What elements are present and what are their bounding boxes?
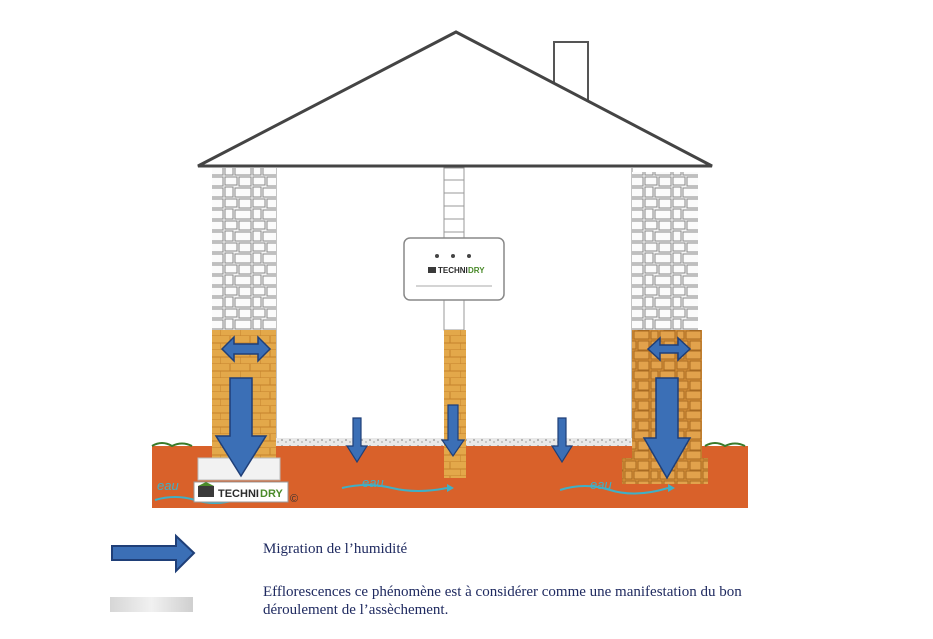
left-stone-wall xyxy=(212,168,276,330)
copyright-mark: © xyxy=(290,493,298,505)
legend-arrow-icon xyxy=(111,533,196,574)
logo-techni: TECHNI xyxy=(218,488,259,500)
legend-efflorescence-swatch xyxy=(110,597,193,612)
legend-efflorescence-line1: Efflorescences ce phénomène est à consid… xyxy=(263,584,742,600)
arrow-down-large-left xyxy=(214,377,268,478)
legend-efflorescence-text: Efflorescences ce phénomène est à consid… xyxy=(263,583,863,619)
water-label-center: eau xyxy=(362,475,384,490)
arrow-double-left xyxy=(220,335,272,363)
arrow-down-small xyxy=(345,404,574,464)
water-label-right: eau xyxy=(590,477,612,492)
center-lower-wall xyxy=(443,299,465,331)
right-stone-wall xyxy=(632,172,698,330)
legend-migration-text: Migration de l’humidité xyxy=(263,541,408,557)
legend-efflorescence-line2: déroulement de l’assèchement. xyxy=(263,602,449,618)
arrow-double-right xyxy=(646,336,692,362)
water-flow xyxy=(559,485,669,495)
water-flow xyxy=(341,484,448,492)
roof xyxy=(197,30,713,168)
technidry-logo: TECHNI DRY xyxy=(193,481,289,503)
svg-text:DRY: DRY xyxy=(468,266,485,275)
logo-dry: DRY xyxy=(260,488,283,500)
technidry-device: TECHNI DRY xyxy=(403,237,505,301)
center-brick-pillar xyxy=(444,330,466,478)
arrow-down-large-right xyxy=(642,377,692,480)
center-upper-wall xyxy=(443,167,465,239)
svg-text:TECHNI: TECHNI xyxy=(438,266,468,275)
water-label-left: eau xyxy=(157,478,179,493)
